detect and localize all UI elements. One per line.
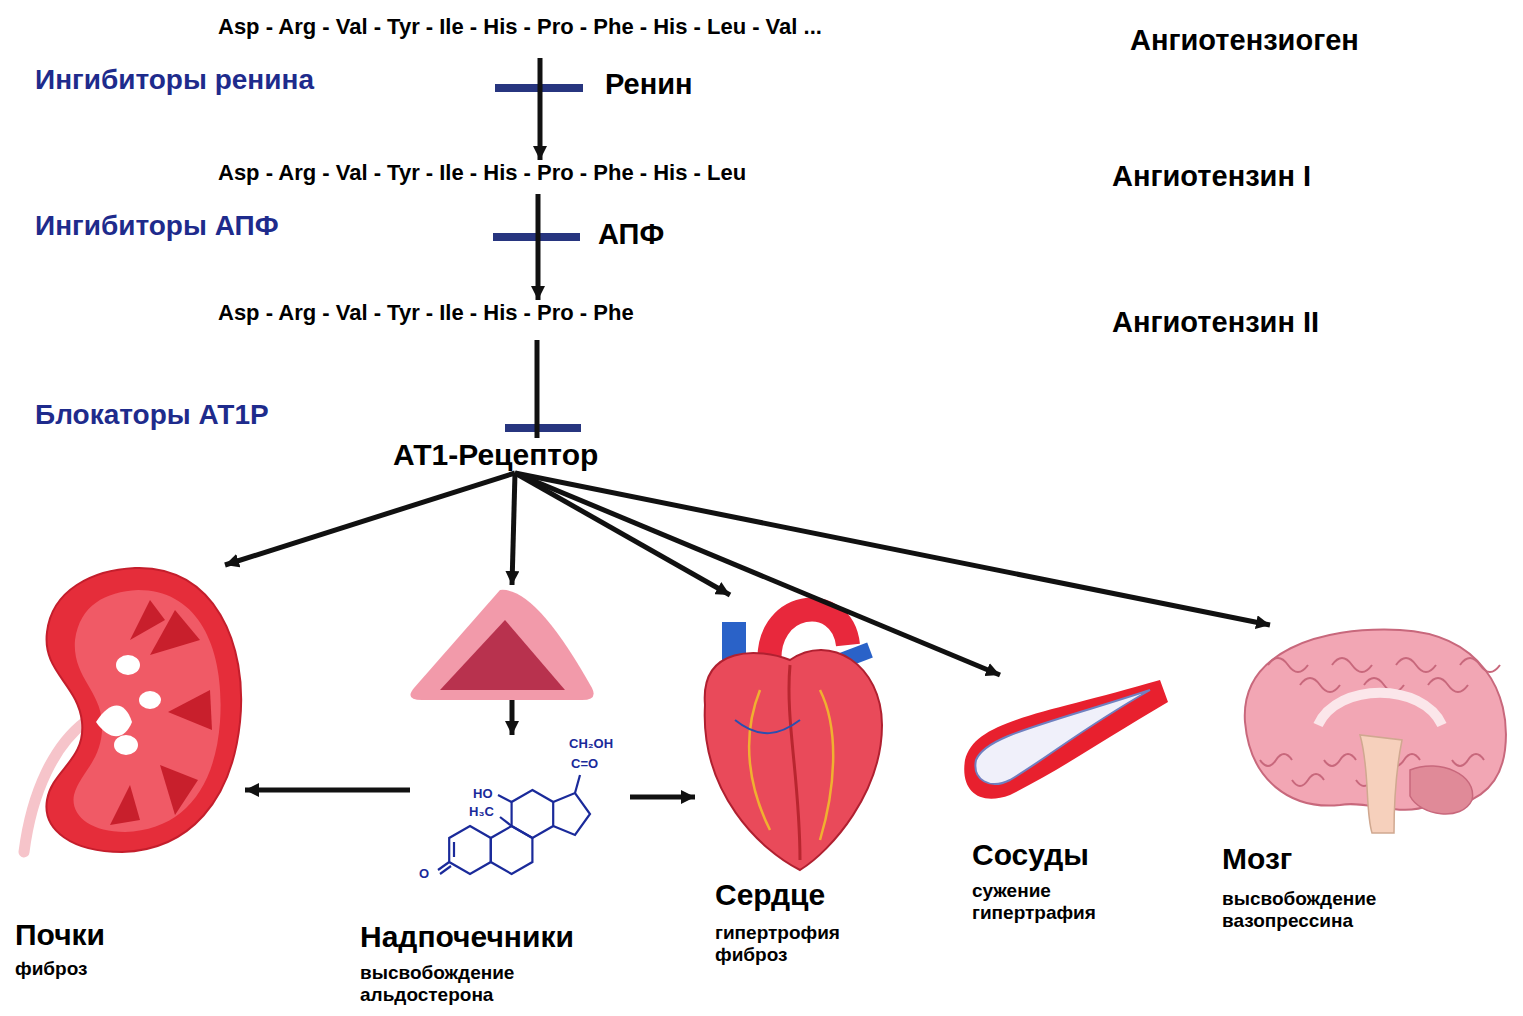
kidney-picture <box>46 568 241 852</box>
flow-arrow <box>535 340 540 438</box>
organ-effect: фиброз <box>15 958 87 980</box>
enzyme-label: Ренин <box>605 68 693 101</box>
kidney-picture <box>96 706 132 737</box>
kidney-picture <box>168 690 212 730</box>
receptor-name: АТ1-Рецептор <box>393 438 598 473</box>
adrenal-picture <box>440 620 565 690</box>
kidney-picture <box>110 785 140 825</box>
inhibitor-label: Блокаторы АТ1Р <box>35 399 269 431</box>
atom-label: O <box>418 867 430 882</box>
inhibitor-label: Ингибиторы АПФ <box>35 210 279 242</box>
atom-label: H₃C <box>468 805 495 820</box>
peptide-name: Ангиотензин I <box>1112 160 1311 193</box>
heart-picture <box>820 690 833 840</box>
adrenal-picture <box>410 590 593 700</box>
brain-picture <box>1410 766 1473 814</box>
flow-arrow <box>536 194 541 300</box>
adrenal-picture <box>410 590 593 700</box>
heart-picture <box>705 610 882 870</box>
vessel-organ: Сосудысужение гипертрафия <box>960 675 1170 800</box>
vessel-picture <box>975 690 1150 784</box>
flow-arrow <box>510 700 515 735</box>
brain-picture <box>1324 754 1356 766</box>
atom-label: C=O <box>570 757 599 772</box>
peptide-name: Ангиотензиоген <box>1130 24 1359 57</box>
organ-name: Мозг <box>1222 842 1292 877</box>
brain-picture <box>1300 678 1340 692</box>
peptide-sequence: Asp - Arg - Val - Tyr - Ile - His - Pro … <box>218 160 746 185</box>
aldosterone-structure <box>575 775 580 793</box>
flow-arrow <box>245 788 410 793</box>
inhibitor-bar <box>505 424 581 432</box>
heart-picture <box>789 665 800 860</box>
organ-effect: гипертрофия фиброз <box>715 922 875 966</box>
aldosterone-structure <box>449 826 491 874</box>
brain-picture <box>1292 774 1324 786</box>
kidney-picture <box>96 655 161 755</box>
atom-label: CH₂OH <box>568 737 614 752</box>
enzyme-label: АПФ <box>598 218 664 251</box>
brain-picture <box>1260 754 1292 766</box>
aldosterone-formula: CH₂OH C=O HO H₃C O <box>410 735 630 885</box>
brain-organ: Мозгвысвобождение вазопрессина <box>1230 625 1512 835</box>
flow-arrow <box>630 795 695 800</box>
brain-picture <box>1268 658 1308 672</box>
kidney-picture <box>160 765 198 815</box>
peptide-level: Asp - Arg - Val - Tyr - Ile - His - Pro … <box>215 14 1361 58</box>
brain-picture <box>1452 754 1484 766</box>
organ-effect: высвобождение вазопрессина <box>1222 888 1402 932</box>
brain-picture <box>1460 658 1500 672</box>
organ-name: Сосуды <box>972 838 1089 873</box>
flow-arrow <box>512 473 515 585</box>
flow-arrow <box>538 58 543 160</box>
brain-picture <box>1332 658 1372 672</box>
organ-name: Надпочечники <box>360 920 574 955</box>
organ-name: Почки <box>15 918 105 953</box>
aldosterone-structure <box>440 866 451 874</box>
kidney-organ: Почкифиброз <box>15 565 245 855</box>
brain-picture <box>1396 658 1436 672</box>
aldosterone-structure <box>498 795 512 802</box>
organ-name: Сердце <box>715 878 825 913</box>
receptor-label: АТ1-Рецептор <box>393 438 601 473</box>
brain-picture <box>1360 735 1402 833</box>
heart-picture <box>735 720 800 733</box>
heart-picture <box>705 650 882 870</box>
flow-arrow <box>515 473 1270 625</box>
kidney-picture <box>130 600 165 640</box>
brain-picture <box>1428 678 1468 692</box>
heart-organ: Сердцегипертрофия фиброз <box>695 595 895 870</box>
adrenal-organ: Надпочечникивысвобождение альдостерона <box>405 585 600 700</box>
aldosterone-structure <box>553 793 590 835</box>
brain-picture <box>1318 693 1442 725</box>
peptide-sequence: Asp - Arg - Val - Tyr - Ile - His - Pro … <box>218 300 634 325</box>
peptide-level: Asp - Arg - Val - Tyr - Ile - His - Pro … <box>215 160 1314 194</box>
flow-arrow <box>515 473 1000 675</box>
peptide-level: Asp - Arg - Val - Tyr - Ile - His - Pro … <box>215 300 1322 340</box>
kidney-picture <box>116 655 140 675</box>
kidney-picture <box>139 691 161 709</box>
peptide-sequence: Asp - Arg - Val - Tyr - Ile - His - Pro … <box>218 14 822 39</box>
aldosterone-structure <box>438 775 590 874</box>
heart-picture <box>749 690 770 830</box>
flow-arrow <box>515 473 730 595</box>
aldosterone-structure <box>500 817 512 826</box>
organ-effect: высвобождение альдостерона <box>360 962 560 1006</box>
aldosterone-structure <box>512 790 554 838</box>
inhibitor-label: Ингибиторы ренина <box>35 64 314 96</box>
organ-effect: сужение гипертрафия <box>972 880 1132 924</box>
flow-arrow <box>225 473 515 565</box>
kidney-picture <box>114 735 138 755</box>
vessel-picture <box>964 680 1168 799</box>
peptide-name: Ангиотензин II <box>1112 306 1319 339</box>
kidney-picture <box>24 568 241 852</box>
atom-label: HO <box>472 787 494 802</box>
aldosterone-structure <box>453 842 455 857</box>
brain-picture <box>1245 630 1506 833</box>
vessel-picture <box>964 680 1168 799</box>
kidney-picture <box>73 590 220 832</box>
